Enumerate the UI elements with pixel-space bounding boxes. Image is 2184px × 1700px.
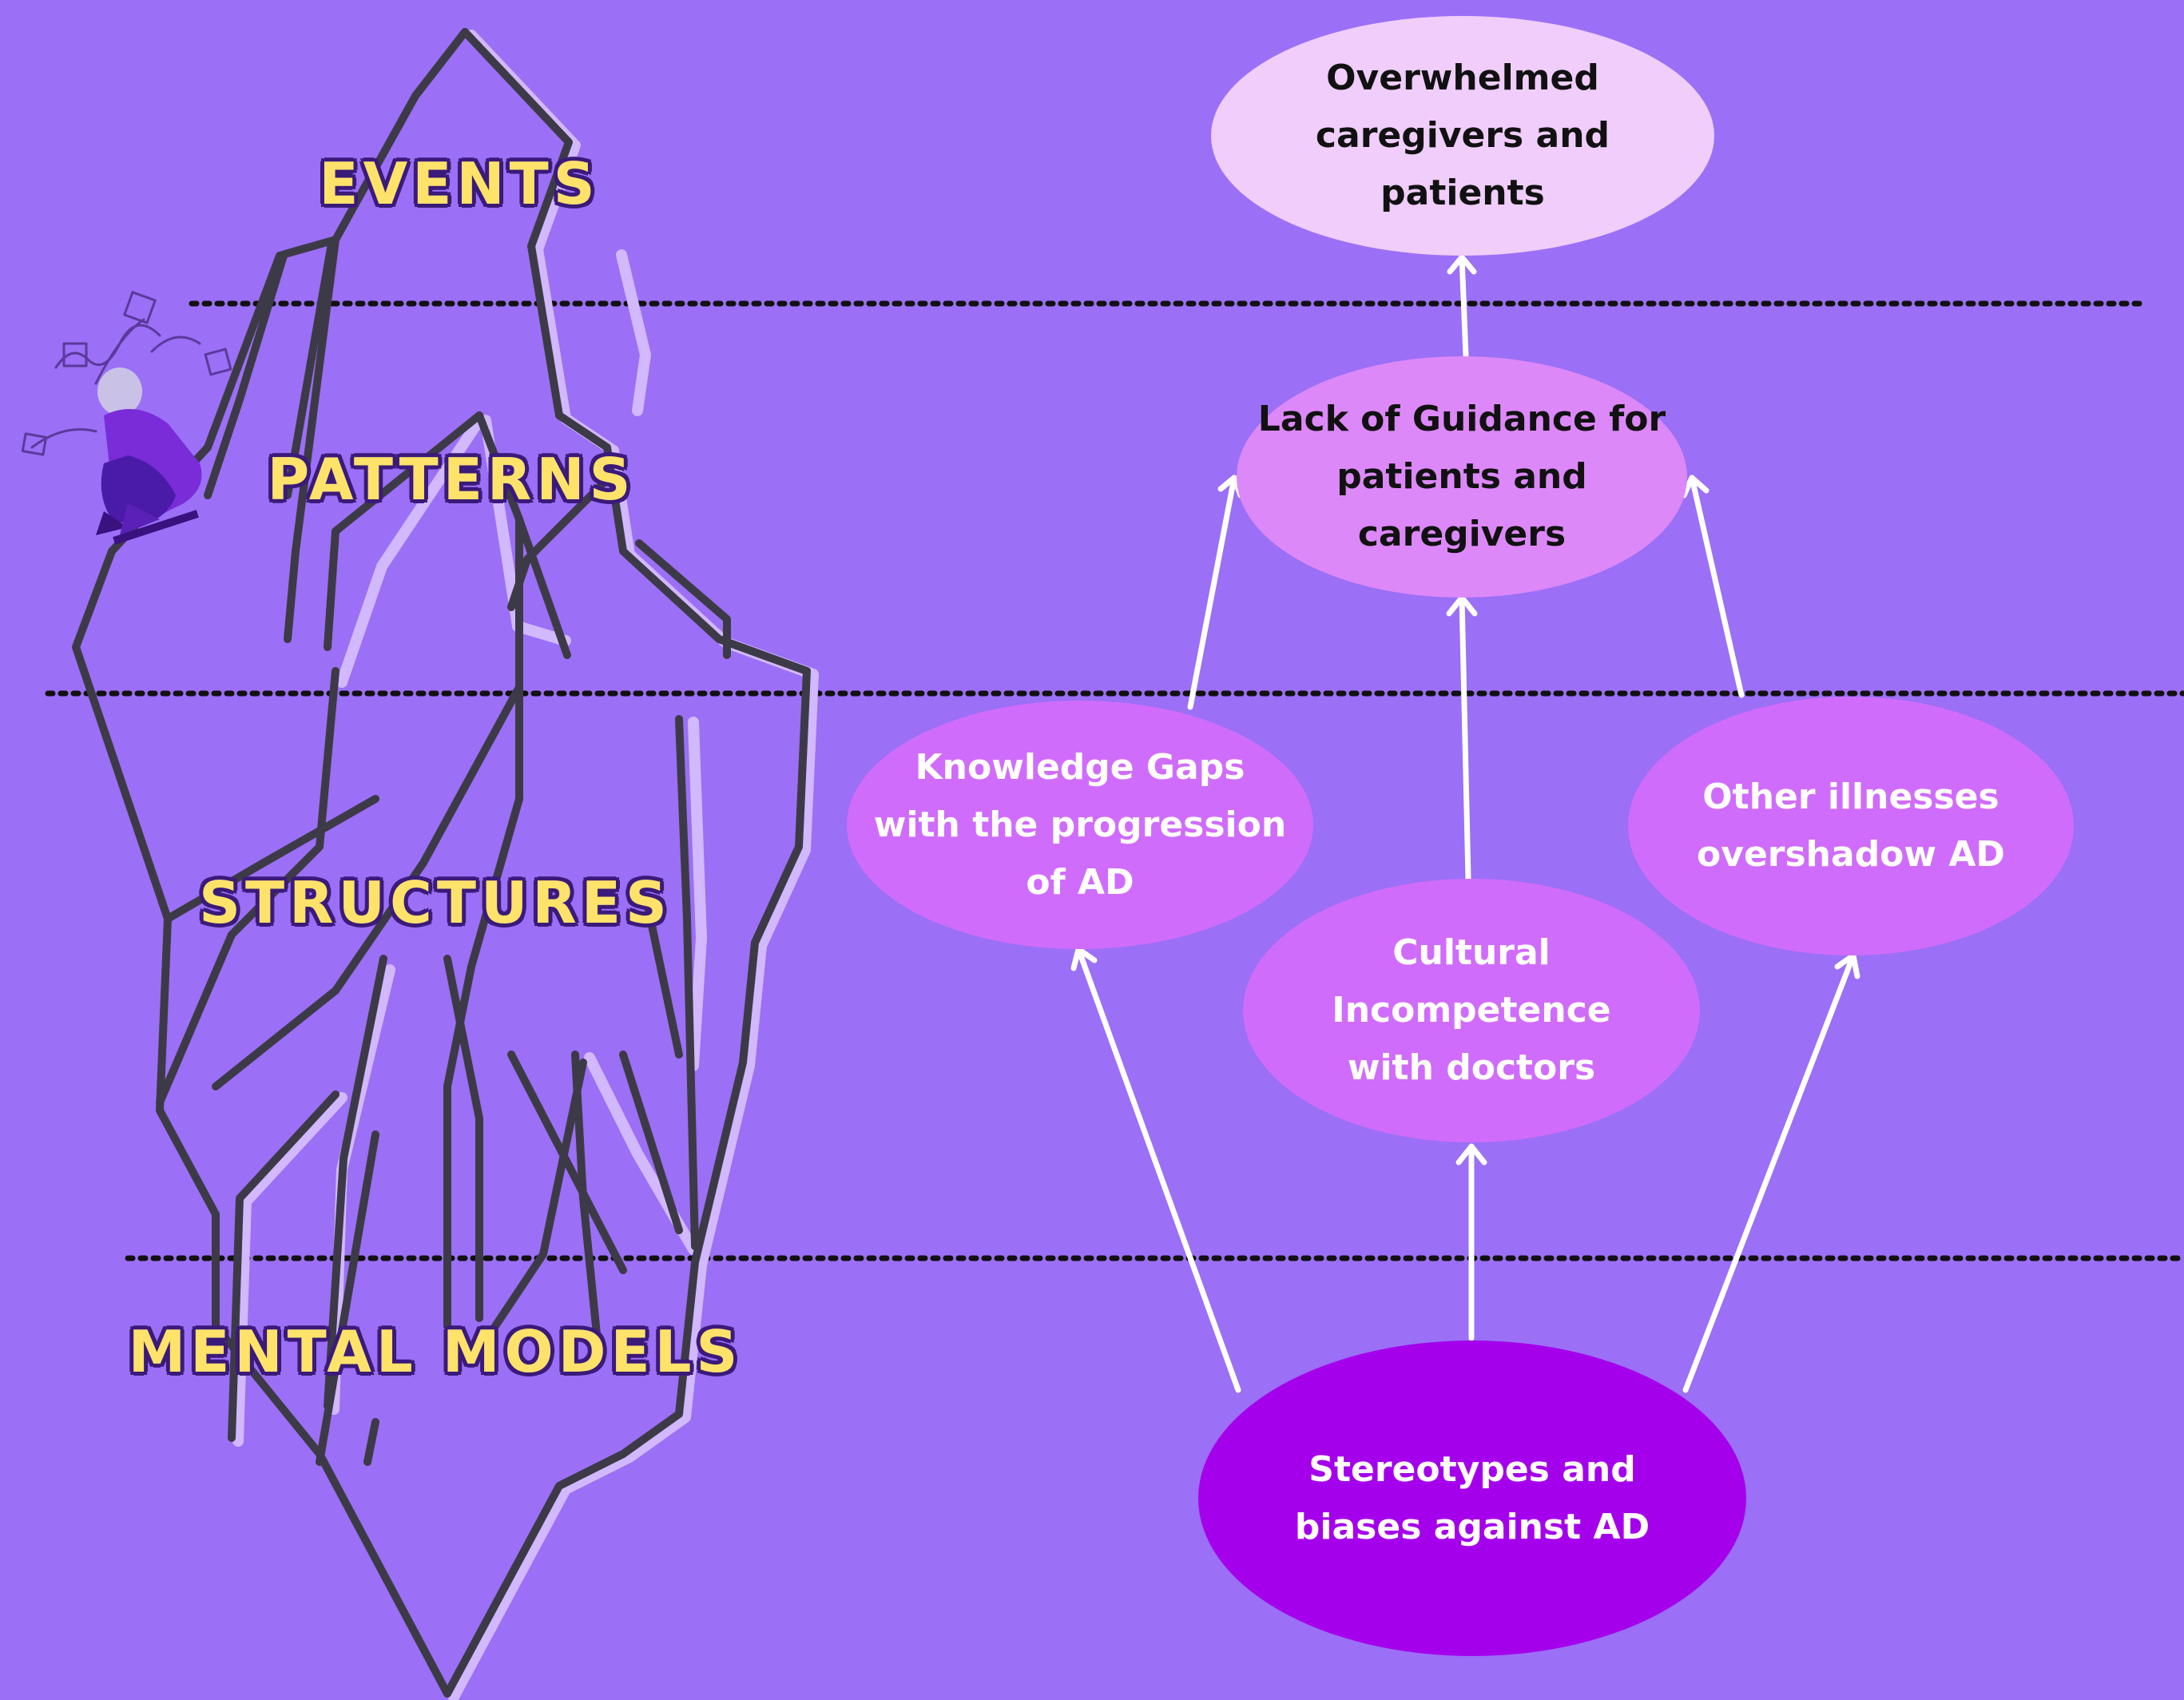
node-other-illnesses: Other illnesses overshadow AD (1628, 697, 2074, 955)
arrow-stereotypes-to-other (1682, 952, 1860, 1393)
level-label-events: EVENTS (319, 150, 600, 217)
arrow-other-to-guidance (1681, 475, 1745, 698)
arrow-stereotypes-to-knowledge (1070, 946, 1241, 1393)
node-stereotypes: Stereotypes and biases against AD (1198, 1341, 1746, 1656)
node-overwhelmed: Overwhelmed caregivers and patients (1211, 16, 1714, 256)
iceberg-icon (21, 28, 819, 1700)
level-label-mental-models: MENTAL MODELS (128, 1318, 743, 1385)
person-icon (21, 291, 232, 545)
arrow-cultural-to-guidance (1446, 594, 1478, 882)
arrow-guidance-to-overwhelmed (1447, 254, 1477, 359)
arrow-stereotypes-to-cultural (1455, 1143, 1487, 1341)
node-cultural-incompetence: Cultural Incompetence with doctors (1243, 879, 1700, 1142)
node-lack-of-guidance: Lack of Guidance for patients and caregi… (1237, 356, 1687, 598)
level-label-structures: STRUCTURES (199, 869, 672, 936)
node-knowledge-gaps: Knowledge Gaps with the progression of A… (847, 701, 1313, 949)
level-dividers (45, 300, 2184, 1261)
arrow-knowledge-to-guidance (1187, 475, 1244, 710)
level-label-patterns: PATTERNS (267, 446, 636, 513)
causal-arrows (1070, 254, 1860, 1393)
